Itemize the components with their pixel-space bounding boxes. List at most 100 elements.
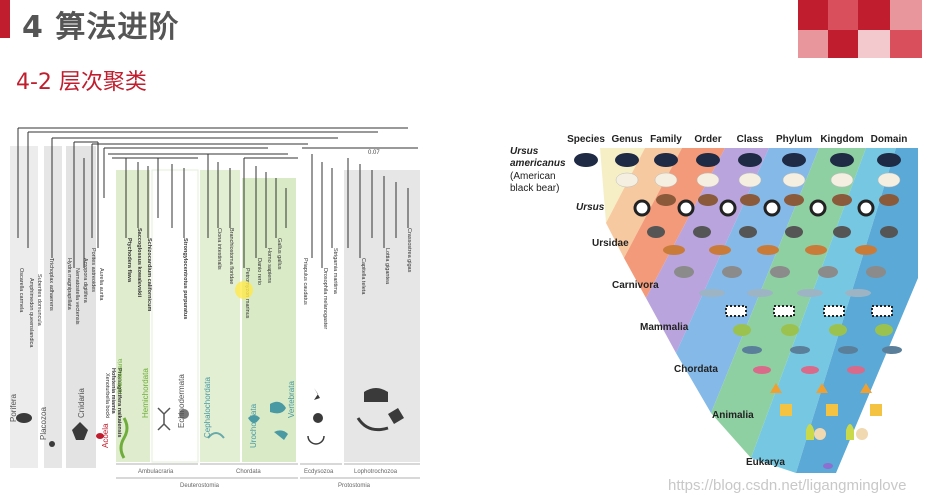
raccoon-icon [880,226,898,238]
wolf-icon [770,266,790,278]
placozoa-band [44,146,62,468]
polar-bear-icon [654,172,678,188]
cat-icon [663,245,685,255]
species-label: Capitella teleta [360,258,366,295]
example-species-line3: (American [510,171,556,182]
dolphin-icon [845,289,871,297]
phylogenetic-tree-figure: 0.07 Oscarella carmela Amphimedon queens… [8,118,421,490]
starfish-icon [816,383,828,393]
snail-silhouette [364,388,388,402]
echinodermata-band [151,169,199,463]
rank-header: Class [737,134,764,145]
frog-icon [733,324,751,336]
rank-header: Kingdom [820,134,863,145]
fly-silhouette [313,413,323,423]
polar-bear-icon [615,172,639,188]
bracket-label: Protostomia [338,483,371,489]
rank-label-group: Ursus americanus (American black bear) U… [510,146,785,468]
rank-header: Family [650,134,682,145]
species-label: Suberites domuncula [36,274,42,327]
rank-header: Order [694,134,721,145]
rank-header: Species [567,134,605,145]
raccoon-icon [833,226,851,238]
group-label: Cnidaria [77,388,86,418]
frog-icon [875,324,893,336]
species-label: Saccoglossus kowalevskii [136,228,142,298]
group-label: Ambulacraria [118,358,124,394]
black-bear-icon [738,153,762,167]
bird-icon [753,366,771,374]
rank-label: Animalia [712,410,754,421]
example-species-line4: black bear) [510,183,559,194]
cat-icon [709,245,731,255]
wedge-bands [600,148,918,473]
group-label: Acoela [101,423,110,448]
fish-silhouette [270,401,286,414]
polar-bear-icon [696,172,720,188]
zebra-icon [871,305,893,317]
mushroom-icon [856,428,868,440]
brown-bear-icon [740,194,760,206]
species-label: Aurelia aurita [98,268,104,301]
bird-icon [847,366,865,374]
bracket-label: Ecdysozoa [304,469,334,475]
decorative-mosaic [798,0,922,58]
bracket-label: Ambulacraria [138,469,174,475]
species-label: Drosophila melanogaster [322,268,328,329]
scale-label: 0.07 [368,150,380,156]
band-family [624,148,725,298]
title-accent-bar [0,0,10,38]
echinoderm-silhouette [157,407,171,431]
species-label: Ciona intestinalis [216,228,222,270]
species-label: Branchiostoma floridae [228,228,234,284]
group-label: Porifera [9,393,18,422]
brown-bear-icon [784,194,804,206]
cat-icon [805,245,827,255]
starfish-icon [770,383,782,393]
group-label: Hemichordata [141,368,150,418]
species-label: Nematostella vectensis [74,268,80,325]
black-bear-icon [782,153,806,167]
group-label-group: Porifera Placozoa Cnidaria Acoela Ambula… [9,358,296,448]
panda-icon [719,199,737,217]
polar-bear-icon [738,172,762,188]
species-label: Strigamia maritima [332,248,338,295]
raccoon-icon [785,226,803,238]
example-species-line1: Ursus [510,146,539,157]
species-label: Priapulus caudatus [302,258,308,305]
page-title: 4 算法进阶 [22,10,180,45]
wolf-icon [674,266,694,278]
cat-icon [757,245,779,255]
amphioxus-silhouette [207,432,225,439]
species-label: Praesagittifera naikaiensis [116,368,122,437]
rank-label: Carnivora [612,280,659,291]
example-species-line2: americanus [510,158,566,169]
dolphin-icon [699,289,725,297]
fish-icon [882,346,902,354]
group-label: Cephalochordata [203,377,212,438]
species-label: Schizocardium californicum [146,238,152,311]
bracket-label: Lophotrochozoa [354,469,398,475]
fish-icon [742,346,762,354]
black-bear-icon [574,153,598,167]
priapulus-silhouette [314,388,320,400]
rank-label: Eukarya [746,457,785,468]
fish-icon [790,346,810,354]
bird-icon [801,366,819,374]
rank-header: Phylum [776,134,812,145]
brown-bear-icon [698,194,718,206]
panda-icon [677,199,695,217]
group-label: Placozoa [39,407,48,440]
bottom-brackets [116,463,420,479]
panda-icon [763,199,781,217]
wolf-icon [866,266,886,278]
rank-label: Mammalia [640,322,689,333]
species-label: Homo sapiens [266,248,272,283]
rank-label: Ursidae [592,238,629,249]
brown-bear-icon [656,194,676,206]
black-bear-icon [654,153,678,167]
section-subtitle: 4-2 层次聚类 [16,70,147,95]
animal-icon-grid [574,153,902,469]
group-label: Echinodermata [177,374,186,428]
cnidaria-band [66,146,96,468]
